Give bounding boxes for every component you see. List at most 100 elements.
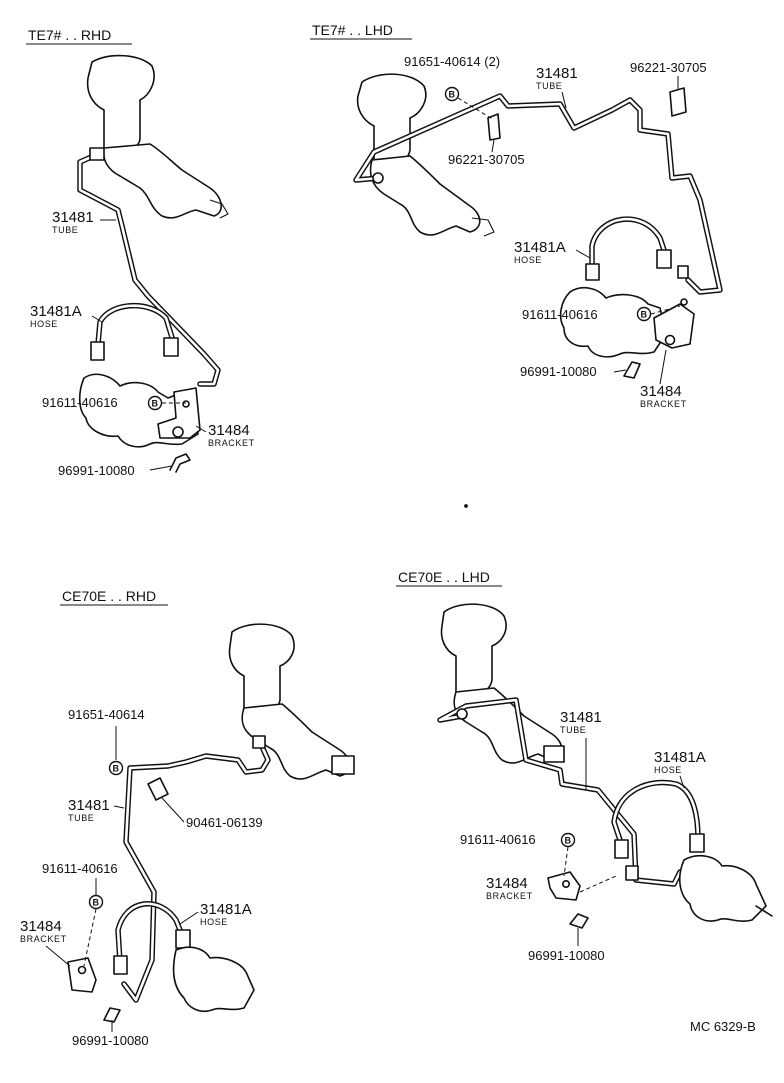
part-number-hose: 31481A: [654, 749, 706, 766]
leader-dashed: [579, 875, 617, 893]
tube-nut: [252, 735, 266, 749]
leader-line: [491, 139, 495, 153]
leader-line: [179, 911, 199, 925]
leader-line: [195, 425, 207, 433]
hose-end-fitting: [689, 833, 705, 853]
panel-title: TE7# . . LHD: [312, 22, 393, 38]
leader-line: [149, 465, 173, 471]
master-cylinder-reservoir: [86, 54, 155, 154]
tube-nut: [456, 708, 468, 720]
hose-end-fitting: [113, 955, 128, 975]
part-desc-bracket: BRACKET: [640, 399, 687, 409]
part-number-bolt-top: 91651-40614: [68, 707, 145, 722]
panel-title: CE70E . . LHD: [398, 569, 490, 585]
part-desc-bracket: BRACKET: [486, 891, 533, 901]
tube-nut: [677, 265, 689, 279]
b-marker-icon: [147, 395, 163, 411]
b-marker-glyph: B: [93, 898, 100, 908]
master-cylinder-body: [102, 143, 222, 219]
leader-line: [113, 805, 125, 809]
hose-end-fitting: [585, 263, 600, 281]
part-number-hose: 31481A: [514, 239, 566, 256]
part-desc-bracket: BRACKET: [208, 438, 255, 448]
hose-end-fitting: [90, 341, 105, 361]
b-marker-glyph: B: [565, 836, 572, 846]
b-marker-icon: [560, 832, 576, 848]
master-cylinder-reservoir: [356, 73, 427, 168]
part-desc-hose: HOSE: [30, 319, 58, 329]
part-number-bracket: 31484: [486, 875, 528, 892]
leader-line: [45, 945, 71, 967]
b-marker-glyph: B: [152, 399, 159, 409]
panel-te7-rhd: TE7# . . RHD 31481 TUBE 31481A HOSE 9161…: [26, 27, 255, 478]
panel-title: CE70E . . RHD: [62, 588, 156, 604]
part-number-tube: 31481: [52, 209, 94, 226]
clip: [103, 1007, 121, 1023]
part-desc-tube: TUBE: [68, 813, 94, 823]
leader-dashed: [83, 908, 97, 967]
part-number-clamp-a: 96221-30705: [630, 60, 707, 75]
clip: [623, 361, 641, 379]
part-desc-tube: TUBE: [536, 81, 562, 91]
part-number-hose: 31481A: [30, 303, 82, 320]
leader-dashed: [563, 846, 569, 877]
b-marker-icon: [108, 760, 124, 776]
master-cylinder-reservoir: [228, 623, 295, 718]
part-number-tube: 31481: [536, 65, 578, 82]
part-desc-hose: HOSE: [654, 765, 682, 775]
b-marker-glyph: B: [113, 764, 120, 774]
part-desc-hose: HOSE: [200, 917, 228, 927]
b-marker-icon: [444, 86, 460, 102]
hose-end-fitting: [163, 337, 179, 357]
bracket-hole: [561, 879, 570, 888]
panel-ce70e-lhd: CE70E . . LHD 31481 TUBE 31481A HOSE 916…: [396, 569, 773, 963]
part-number-bolt: 91611-40616: [522, 307, 598, 322]
part-number-bracket: 31484: [208, 422, 250, 439]
hose-end-fitting: [614, 839, 629, 859]
tube-clamp: [669, 87, 687, 117]
leader-line: [91, 315, 103, 323]
panel-title: TE7# . . RHD: [28, 27, 111, 43]
part-number-bolt-top: 91651-40614 (2): [404, 54, 500, 69]
tube-clamp: [487, 113, 501, 141]
part-desc-hose: HOSE: [514, 255, 542, 265]
part-number-clamp-b: 96221-30705: [448, 152, 525, 167]
caliper-body: [678, 854, 767, 922]
caliper-body: [559, 286, 667, 358]
leader-line: [613, 369, 627, 373]
bracket: [653, 303, 695, 349]
mc-outlet: [331, 755, 355, 775]
bracket: [157, 387, 201, 439]
part-number-clip: 96991-10080: [528, 948, 605, 963]
panel-te7-lhd: TE7# . . LHD 91651-40614 (2) B 3: [310, 22, 723, 508]
part-number-tube: 31481: [68, 797, 110, 814]
part-number-bolt: 91611-40616: [42, 861, 118, 876]
leader-dashed: [457, 97, 495, 121]
tube-nut: [625, 865, 639, 881]
leader-line: [659, 349, 667, 385]
stray-dot: [464, 504, 468, 508]
master-cylinder-body: [369, 155, 481, 236]
part-number-clip: 96991-10080: [72, 1033, 149, 1048]
part-number-clamp: 90461-06139: [186, 815, 263, 830]
part-number-bolt: 91611-40616: [42, 395, 118, 410]
mc-outlet: [209, 199, 229, 219]
figure-code: MC 6329-B: [690, 1019, 756, 1034]
bracket-hole: [172, 426, 184, 438]
mc-outlet: [471, 217, 495, 237]
part-number-hose: 31481A: [200, 901, 252, 918]
caliper-body: [172, 946, 255, 1013]
bleeder: [755, 905, 773, 917]
leader-line: [161, 797, 185, 823]
bracket: [67, 957, 97, 993]
master-cylinder-reservoir: [440, 603, 507, 698]
bracket-hole: [77, 965, 87, 975]
part-number-clip: 96991-10080: [520, 364, 597, 379]
tube-nut: [372, 172, 384, 184]
leader-line: [679, 775, 685, 789]
part-number-bolt: 91611-40616: [460, 832, 536, 847]
mc-outlet: [543, 745, 565, 763]
bracket-hole: [664, 334, 676, 346]
part-number-tube: 31481: [560, 709, 602, 726]
